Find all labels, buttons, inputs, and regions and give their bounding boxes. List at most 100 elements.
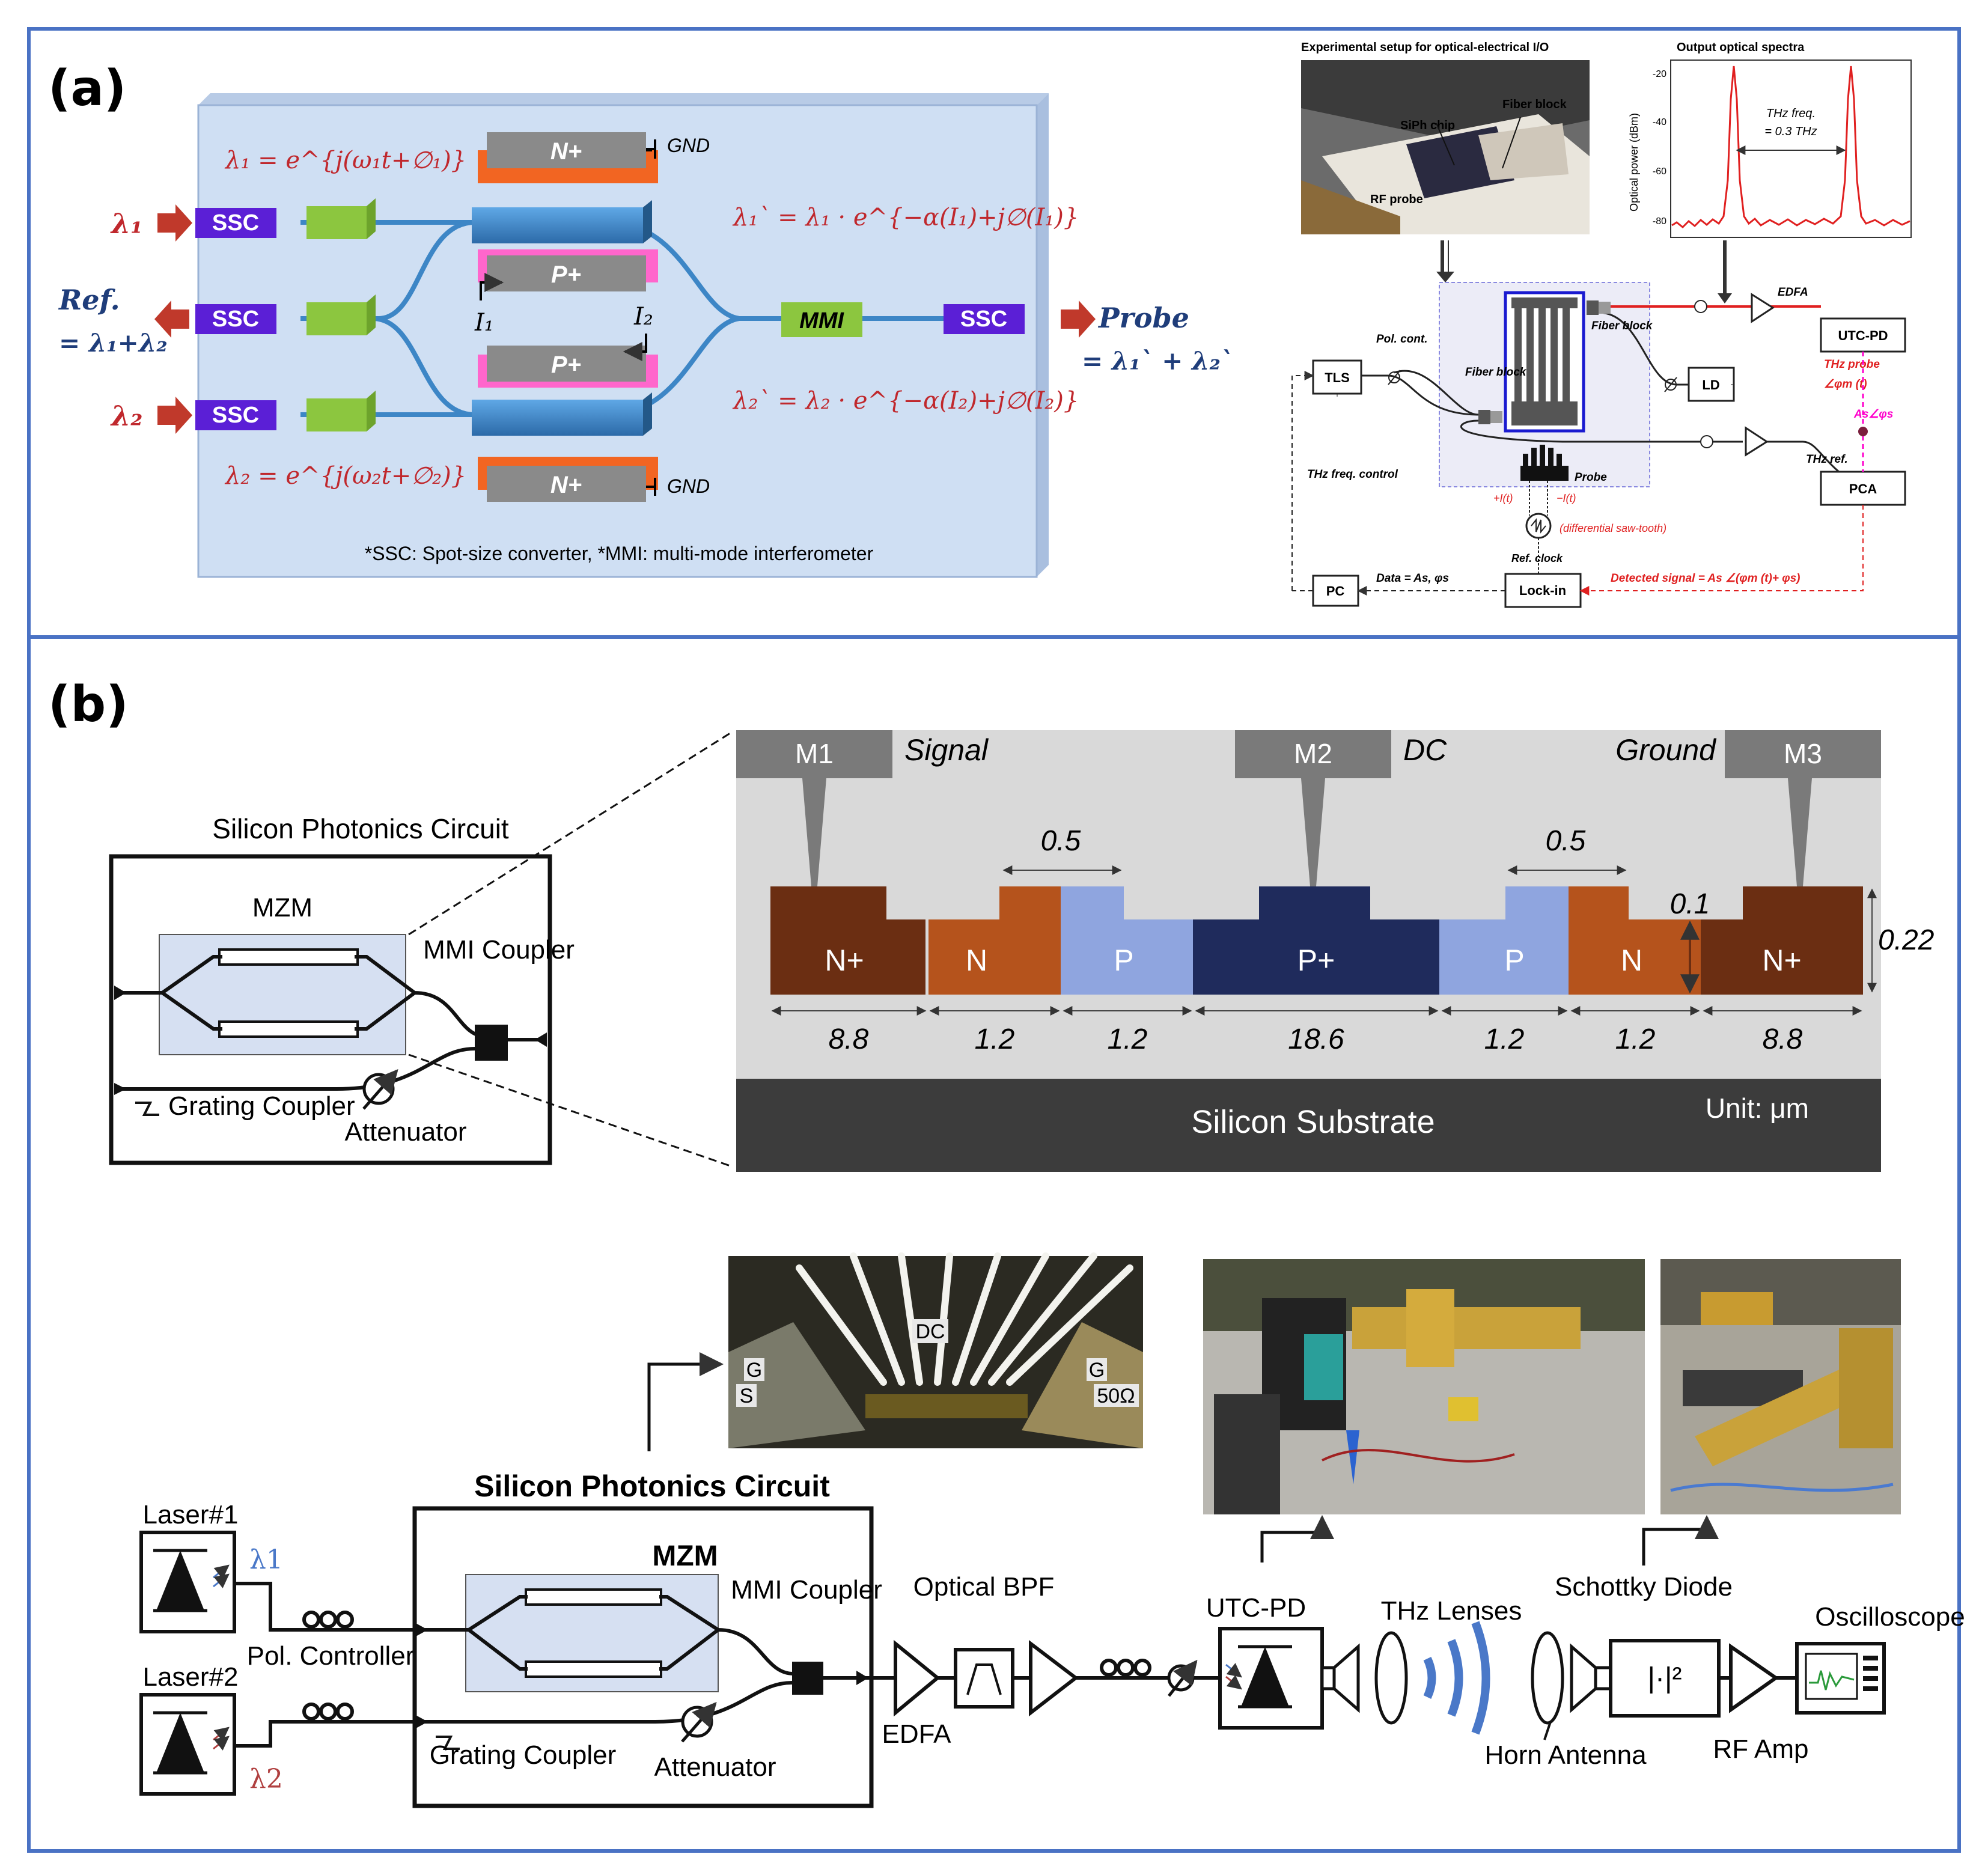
chip-electrodes <box>1511 297 1578 425</box>
svg-text:M1: M1 <box>795 738 834 769</box>
ssc-input-1: SSC <box>195 208 276 238</box>
svg-text:+I(t): +I(t) <box>1493 492 1513 504</box>
setup-photo: SiPh chip Fiber block RF probe <box>1301 60 1590 234</box>
svg-text:λ1: λ1 <box>249 1544 283 1575</box>
svg-text:1.2: 1.2 <box>1484 1023 1525 1055</box>
cross-section: Silicon Substrate Unit: μm M1 M2 M3 Sign… <box>736 730 1934 1172</box>
laser-2 <box>139 1693 236 1796</box>
svg-text:Optical BPF: Optical BPF <box>913 1572 1055 1602</box>
chip-diagram: SSC SSC SSC SSC MMI N+ <box>195 93 1079 578</box>
ref-arrow <box>154 300 189 338</box>
svg-text:50Ω: 50Ω <box>1097 1385 1135 1407</box>
svg-text:N+: N+ <box>1762 944 1801 977</box>
svg-text:0.5: 0.5 <box>1041 825 1081 857</box>
svg-text:N+: N+ <box>550 138 582 165</box>
rf-probe <box>1520 445 1569 481</box>
svg-text:Optical power (dBm): Optical power (dBm) <box>1628 113 1640 212</box>
svg-text:THz probe: THz probe <box>1824 358 1880 371</box>
ssc-ref-output: SSC <box>195 304 276 334</box>
rf-amp <box>1729 1643 1779 1713</box>
edfa-amp-2 <box>1029 1639 1079 1717</box>
svg-text:-80: -80 <box>1653 216 1666 227</box>
hollow-arrow-2 <box>1718 240 1732 303</box>
optical-bpf <box>954 1648 1014 1709</box>
probe-photo-label-s: S <box>736 1384 757 1407</box>
spc-title: Silicon Photonics Circuit <box>474 1469 830 1503</box>
svg-text:Probe: Probe <box>1097 302 1189 334</box>
svg-text:= λ₁+λ₂: = λ₁+λ₂ <box>59 328 168 358</box>
panel-b-frame <box>27 635 1961 1853</box>
spc-small-title: Silicon Photonics Circuit <box>212 813 509 844</box>
thz-waves <box>1423 1621 1490 1735</box>
svg-text:G: G <box>746 1359 762 1382</box>
region-n-left <box>928 886 1061 995</box>
electrode-m3: M3 <box>1725 730 1881 886</box>
svg-text:Laser#2: Laser#2 <box>142 1662 238 1692</box>
svg-text:Data = As, φs: Data = As, φs <box>1376 572 1449 585</box>
laser-1 <box>139 1531 236 1633</box>
utc-box: UTC-PD <box>1820 317 1906 353</box>
svg-text:Attenuator: Attenuator <box>344 1117 466 1147</box>
horn-rx <box>1570 1643 1612 1713</box>
svg-text:−I(t): −I(t) <box>1557 492 1576 504</box>
hollow-arrow-1 <box>1436 240 1454 282</box>
lambda1-prime-equation: λ₁` = λ₁ · e^{−α(I₁)+j∅(I₁)} <box>732 204 1079 231</box>
spectra-title: Output optical spectra <box>1677 41 1805 54</box>
svg-text:Pol. cont.: Pol. cont. <box>1376 333 1428 346</box>
probe-photo-label-dc: DC <box>912 1319 948 1343</box>
lockin-box: Lock-in <box>1504 573 1582 608</box>
attenuator-big-icon <box>681 1701 717 1743</box>
saw-source <box>1525 481 1552 574</box>
svg-text:Ref. clock: Ref. clock <box>1511 552 1563 564</box>
ld-box: LD <box>1688 367 1735 402</box>
svg-text:Fiber block: Fiber block <box>1591 320 1653 332</box>
svg-text:THz Lenses: THz Lenses <box>1381 1596 1522 1626</box>
lambda2-equation: λ₂ = e^{j(ω₂t+∅₂)} <box>224 462 466 490</box>
svg-text:Grating Coupler: Grating Coupler <box>168 1091 355 1121</box>
svg-text:THz freq. control: THz freq. control <box>1307 468 1398 481</box>
svg-text:Ground: Ground <box>1615 733 1717 767</box>
svg-text:-60: -60 <box>1653 166 1666 177</box>
svg-text:1.2: 1.2 <box>1108 1023 1148 1055</box>
ssc-input-2: SSC <box>195 400 276 430</box>
edfa-amplifier <box>1694 293 1775 323</box>
svg-text:TLS: TLS <box>1325 370 1350 385</box>
svg-text:N+: N+ <box>825 944 864 977</box>
svg-text:GND: GND <box>667 135 710 156</box>
svg-text:0.22: 0.22 <box>1878 924 1934 956</box>
svg-text:Lock-in: Lock-in <box>1519 583 1566 598</box>
svg-text:Signal: Signal <box>904 733 989 767</box>
svg-text:MZM: MZM <box>252 893 313 922</box>
pol-controller-icon <box>1388 370 1401 385</box>
detected-signal-line <box>1579 505 1864 596</box>
svg-text:DC: DC <box>1403 733 1447 767</box>
svg-text:THz freq.: THz freq. <box>1766 107 1816 120</box>
svg-text:8.8: 8.8 <box>1763 1023 1803 1055</box>
utc-photo <box>1203 1259 1645 1514</box>
taper-1 <box>306 198 376 239</box>
svg-text:SSC: SSC <box>212 403 259 428</box>
region-n-plus-right <box>1701 886 1863 995</box>
schottky-photo <box>1660 1259 1901 1514</box>
svg-text:Fiber block: Fiber block <box>1502 98 1567 111</box>
svg-text:GND: GND <box>667 475 710 497</box>
svg-text:EDFA: EDFA <box>1778 286 1808 299</box>
svg-text:1.2: 1.2 <box>1615 1023 1656 1055</box>
svg-text:= 0.3 THz: = 0.3 THz <box>1764 125 1817 138</box>
fiber-block-left <box>1478 410 1502 424</box>
svg-text:P+: P+ <box>1297 944 1335 977</box>
edfa-amp <box>894 1639 941 1717</box>
probe-arrow <box>1061 300 1096 338</box>
pol-controller-2 <box>302 1703 354 1721</box>
svg-text:1.2: 1.2 <box>975 1023 1015 1055</box>
svg-text:∠φm (t): ∠φm (t) <box>1824 378 1867 391</box>
svg-text:PCA: PCA <box>1849 481 1877 496</box>
svg-text:P+: P+ <box>551 352 581 378</box>
probe-photo-label-g-left: G <box>744 1358 764 1382</box>
svg-text:N+: N+ <box>550 472 582 498</box>
region-n-plus-left <box>770 886 925 995</box>
svg-text:N: N <box>966 944 987 977</box>
taper-2 <box>306 294 376 335</box>
svg-text:|·|²: |·|² <box>1648 1662 1682 1694</box>
svg-text:λ₁: λ₁ <box>110 207 142 240</box>
